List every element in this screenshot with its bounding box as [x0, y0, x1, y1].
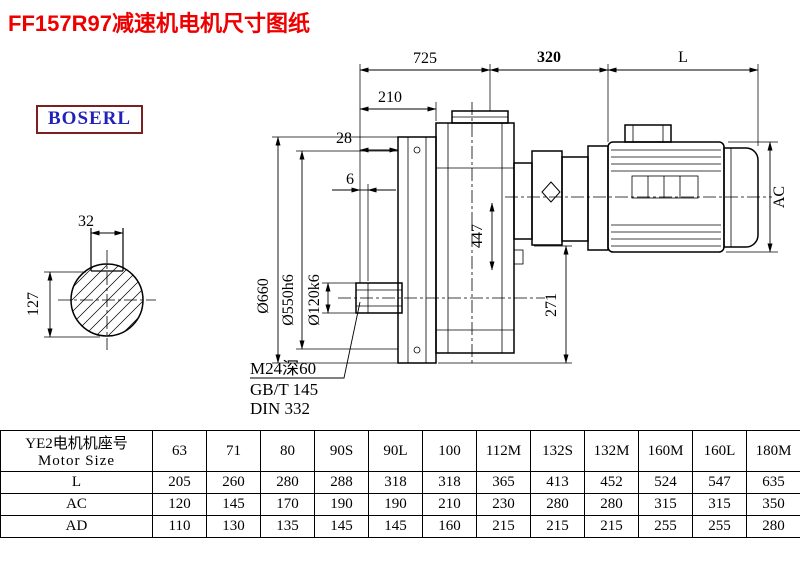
- cell: 318: [422, 471, 477, 494]
- dim-L-label: L: [678, 49, 688, 66]
- cell: 210: [422, 493, 477, 516]
- dim-dia120-label: Ø120k6: [306, 274, 323, 326]
- cell: 145: [368, 515, 423, 538]
- cell: 255: [692, 515, 747, 538]
- dim-271-label: 271: [543, 293, 560, 317]
- brand-logo: BOSERL: [36, 105, 144, 134]
- cell: 452: [584, 471, 639, 494]
- page-title: FF157R97减速机电机尺寸图纸: [8, 11, 310, 36]
- col-header: 100: [422, 430, 477, 472]
- cell: 160: [422, 515, 477, 538]
- col-header: 63: [152, 430, 207, 472]
- table-row-AD: AD 110 130 135 145 145 160 215 215 215 2…: [0, 515, 800, 538]
- cell: 120: [152, 493, 207, 516]
- cell: 280: [584, 493, 639, 516]
- centerlines: [58, 102, 772, 364]
- motor-size-header-cn: YE2电机机座号: [25, 436, 128, 452]
- motor-size-header-en: Motor Size: [37, 453, 116, 469]
- technical-drawing: 725 320 L 210 28 6 32 127 Ø660 Ø550h6 Ø1…: [25, 49, 788, 418]
- col-header: 180M: [746, 430, 800, 472]
- col-header: 160L: [692, 430, 747, 472]
- cell: 215: [584, 515, 639, 538]
- table-row-L: L 205 260 280 288 318 318 365 413 452 52…: [0, 471, 800, 494]
- cell: 288: [314, 471, 369, 494]
- dim-dia550-label: Ø550h6: [280, 274, 297, 326]
- dim-447-label: 447: [469, 224, 486, 248]
- row-label: AD: [0, 515, 153, 538]
- dim-725-label: 725: [413, 50, 437, 67]
- table-row-AC: AC 120 145 170 190 190 210 230 280 280 3…: [0, 493, 800, 516]
- cell: 170: [260, 493, 315, 516]
- motor-fins: [611, 149, 721, 247]
- cell: 110: [152, 515, 207, 538]
- row-label: AC: [0, 493, 153, 516]
- cell: 365: [476, 471, 531, 494]
- dim-210-label: 210: [378, 89, 402, 106]
- cell: 190: [314, 493, 369, 516]
- col-header: 90S: [314, 430, 369, 472]
- dim-AC-label: AC: [771, 186, 788, 208]
- motor-size-header: YE2电机机座号 Motor Size: [0, 430, 153, 472]
- thread-note: M24深60: [250, 359, 316, 378]
- shaft-end-view: [70, 228, 144, 337]
- cell: 413: [530, 471, 585, 494]
- col-header: 80: [260, 430, 315, 472]
- cell: 547: [692, 471, 747, 494]
- gearbox-motor-outline: [355, 110, 759, 364]
- dimension-table: YE2电机机座号 Motor Size 63 71 80 90S 90L 100…: [0, 430, 800, 538]
- cell: 318: [368, 471, 423, 494]
- row-label: L: [0, 471, 153, 494]
- dim-320-label: 320: [537, 49, 561, 66]
- thread-leader-line: [250, 301, 361, 379]
- col-header: 71: [206, 430, 261, 472]
- dim-dia660-label: Ø660: [255, 278, 272, 314]
- dim-32-label: 32: [78, 213, 94, 230]
- gearbox-details: [356, 116, 732, 363]
- cell: 215: [530, 515, 585, 538]
- col-header: 160M: [638, 430, 693, 472]
- cell: 130: [206, 515, 261, 538]
- cell: 315: [638, 493, 693, 516]
- cell: 145: [206, 493, 261, 516]
- cell: 190: [368, 493, 423, 516]
- cell: 315: [692, 493, 747, 516]
- cell: 215: [476, 515, 531, 538]
- cell: 635: [746, 471, 800, 494]
- cell: 260: [206, 471, 261, 494]
- cell: 145: [314, 515, 369, 538]
- dimension-lines: [47, 67, 773, 379]
- din-standard-note: DIN 332: [250, 399, 310, 418]
- col-header: 90L: [368, 430, 423, 472]
- table-header-row: YE2电机机座号 Motor Size 63 71 80 90S 90L 100…: [0, 430, 800, 472]
- cell: 205: [152, 471, 207, 494]
- dim-127-label: 127: [25, 292, 42, 316]
- cell: 135: [260, 515, 315, 538]
- cell: 230: [476, 493, 531, 516]
- cell: 280: [530, 493, 585, 516]
- cell: 350: [746, 493, 800, 516]
- dim-28-label: 28: [336, 130, 352, 147]
- gb-standard-note: GB/T 145: [250, 380, 318, 399]
- cell: 280: [746, 515, 800, 538]
- cell: 255: [638, 515, 693, 538]
- col-header: 132M: [584, 430, 639, 472]
- col-header: 132S: [530, 430, 585, 472]
- col-header: 112M: [476, 430, 531, 472]
- cell: 524: [638, 471, 693, 494]
- dim-6-label: 6: [346, 171, 354, 188]
- cell: 280: [260, 471, 315, 494]
